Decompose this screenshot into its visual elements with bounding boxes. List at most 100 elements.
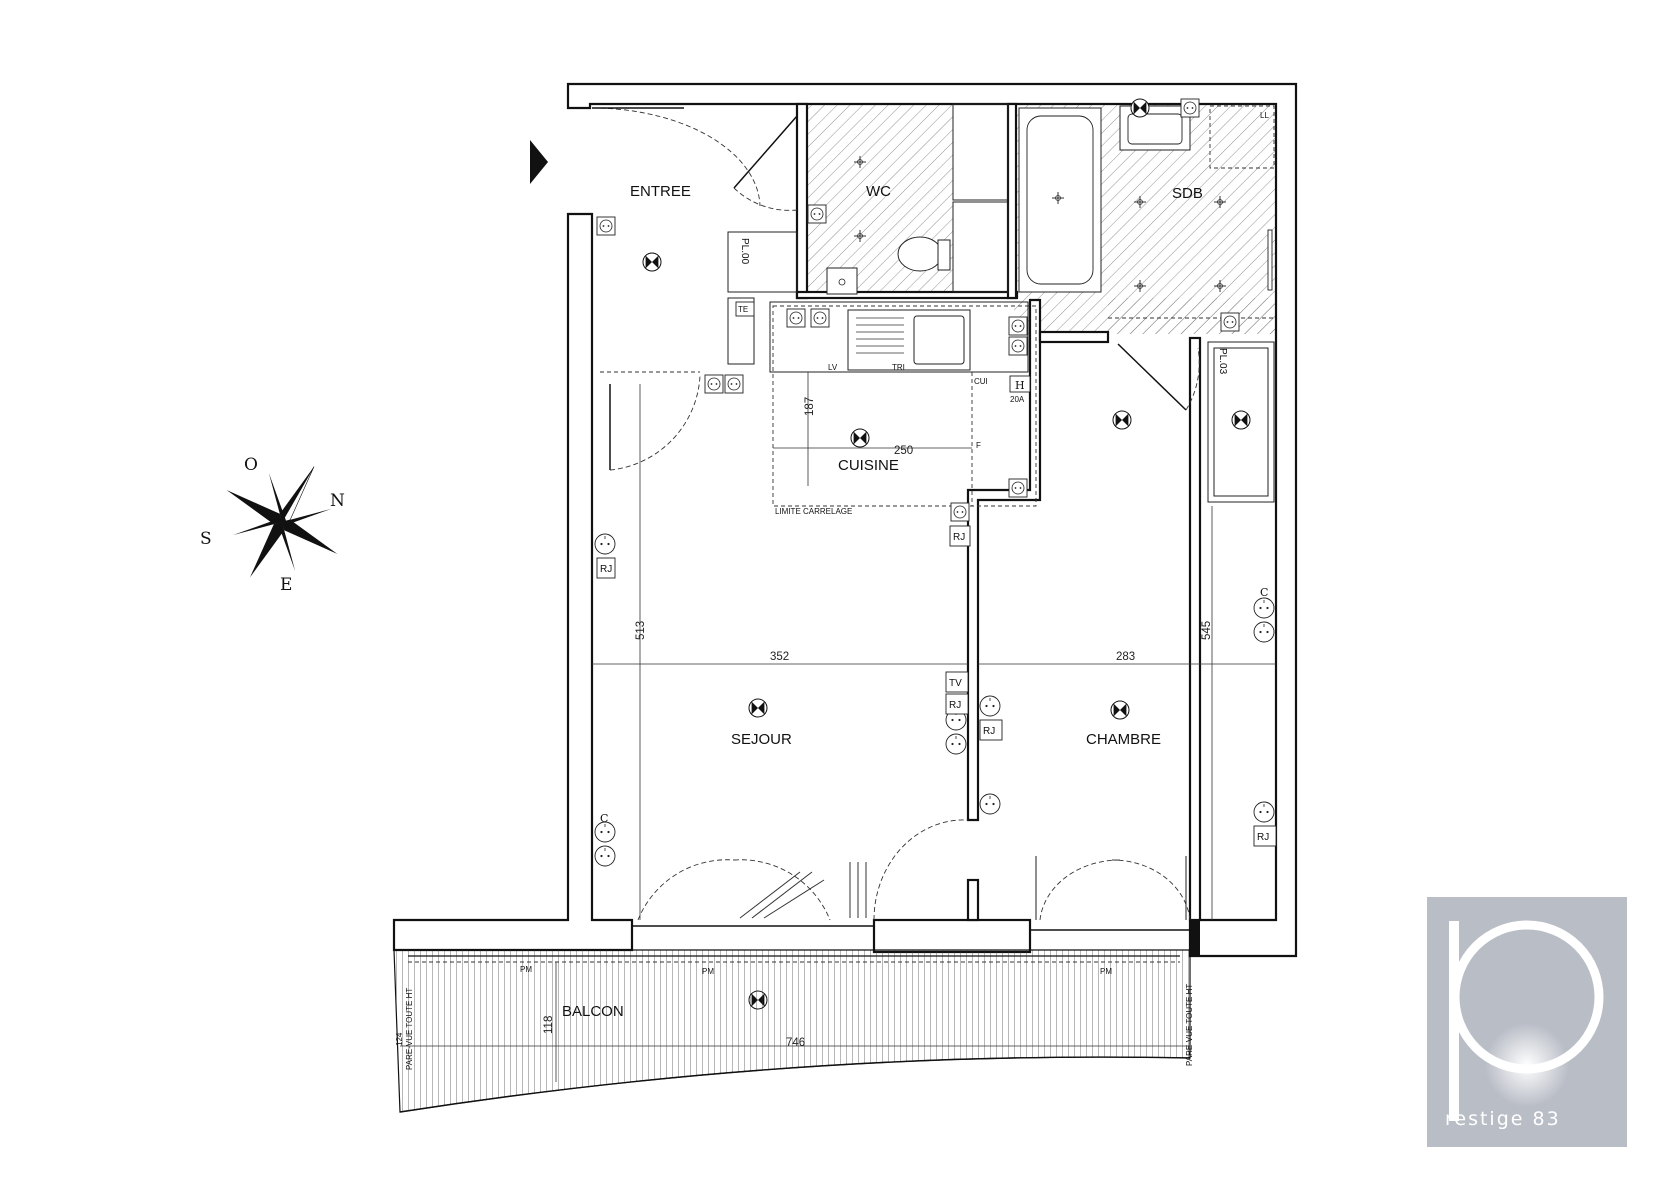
chambre-socket-2-icon [979,793,1001,815]
balcon-depth-value: 118 [543,1016,555,1034]
compass-n-label: N [330,491,345,511]
sejour-socket-icon [594,533,616,555]
kitchen-socket-3-icon [1008,316,1028,336]
closet-light-icon [1231,410,1251,430]
kitchen-zone [772,305,1037,507]
wall-socket-icon [950,502,970,522]
chambre-rj-box [979,719,1003,741]
sdb-washbasin-bowl [1127,113,1183,145]
compass-e-label: E [280,575,292,595]
tri-label: TRI [892,363,905,372]
compass-rose-icon [226,466,338,578]
cui-h-box [1009,375,1031,393]
amp-label: 20A [1010,395,1025,404]
entry-socket-icon [704,374,724,394]
lv-label: LV [828,363,838,372]
wc-handbasin-drain [838,278,846,286]
wall-stub-bottom-center [872,918,1032,954]
balcon-edge [399,1056,1191,1113]
chambre-socket-icon [979,695,1001,717]
chambre-depth-value: 545 [1201,621,1213,640]
limite-carrelage-label: LIMITE CARRELAGE [775,507,852,516]
chambre-rj-label: RJ [983,726,995,737]
sdb-towel-rail [1267,229,1273,291]
closet-inner [1213,347,1269,497]
entrance-arrow-icon [530,140,548,184]
sejour-window-arc-right [873,819,969,921]
entry-socket-2-icon [724,374,744,394]
wall-entree-shaft [727,231,798,293]
sejour-window-arc-left [637,859,735,921]
wall-sejour-chambre [966,878,980,922]
chambre-rj-2-box [1253,825,1277,847]
entree-light-icon [642,252,662,272]
chambre-light-2-icon [1110,700,1130,720]
kitchen-socket-2-icon [810,308,830,328]
wall-shaft [952,103,1009,201]
balcon-pm-3-label: PM [1100,967,1112,976]
kitchen-sink [847,309,971,371]
sejour-rj-label: RJ [600,564,612,575]
ll-label: LL [1260,111,1269,120]
balcon-deck [393,949,1191,1113]
entree-socket-icon [596,216,616,236]
sejour-rj-2-label: RJ [949,700,961,711]
sejour-width-value: 352 [770,651,789,663]
wall-rj-box [949,525,971,547]
chambre-socket-5-icon [1253,801,1275,823]
kitchen-socket-icon [786,308,806,328]
entry-door-arc [609,375,701,471]
cuisine-width-value: 250 [894,445,913,457]
sejour-socket-5-icon [945,733,967,755]
kitchen-socket-4-icon [1008,336,1028,356]
pare-vue-left-label: PARE-VUE TOUTE HT [405,988,414,1070]
wc-label: WC [866,183,891,200]
kitchen-sink-basin [913,315,965,365]
sejour-depth-value: 513 [635,621,647,640]
sejour-label: SEJOUR [731,731,792,748]
pl00-label: PL.00 [739,238,750,265]
balcon-label: BALCON [562,1003,624,1020]
logo-p-mark-icon [1449,920,1604,1121]
chambre-width-value: 283 [1116,651,1135,663]
chambre-socket-3-icon [1253,597,1275,619]
cuisine-depth-value: 187 [804,397,816,416]
wall-stub-bottom-right [1190,920,1200,956]
chambre-light-icon [1112,410,1132,430]
sejour-c-label: C [600,812,608,825]
wc-socket-icon [807,204,827,224]
f-label: F [976,441,981,450]
kitchen-counter [769,301,1029,373]
sejour-socket-2-icon [594,821,616,843]
sejour-rj-2-box [945,693,969,715]
sejour-window-arc-mid [733,859,831,921]
prestige-logo [1427,897,1627,1147]
wall-chambre-top [1038,330,1110,344]
chambre-door-leaf [1117,343,1187,411]
wall-te-box [727,297,755,365]
sejour-socket-3-icon [594,845,616,867]
tv-box [945,671,969,693]
kitchen-drainboard [856,317,904,354]
outer-wall-left [392,212,634,952]
chambre-window-arc-left [1039,859,1121,921]
chambre-rj-2-label: RJ [1257,832,1269,843]
wall-rj-label: RJ [953,532,965,543]
wc-toilet [897,236,943,272]
entree-door-arc [591,107,761,207]
balcon-pm-label: PM [520,965,532,974]
wc-tank [937,239,951,271]
sejour-light-icon [748,698,768,718]
chambre-socket-4-icon [1253,621,1275,643]
compass-s-label: S [200,529,212,549]
pl03-label: PL.03 [1217,348,1228,375]
sdb-socket-2-icon [1220,312,1240,332]
outer-wall-top [566,82,1298,958]
chambre-door-arc [1185,347,1200,411]
pare-vue-right-label: PARE-VUE TOUTE HT [1185,984,1194,1066]
te-label: TE [738,305,748,314]
wc-door-arc [733,187,798,211]
te-box [735,301,755,317]
wall-wc-sdb [1006,102,1018,300]
